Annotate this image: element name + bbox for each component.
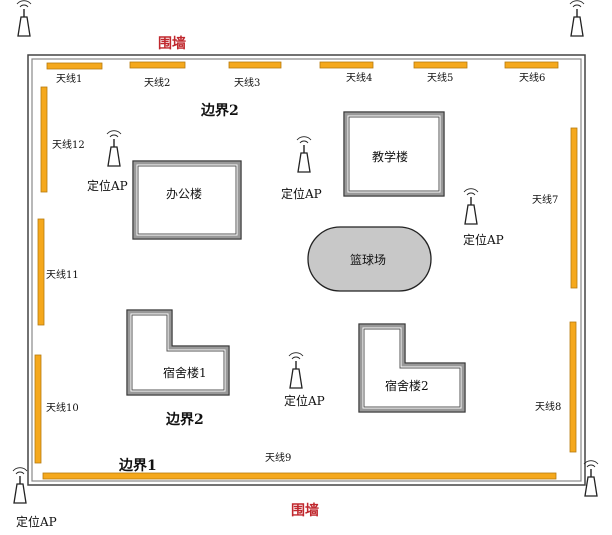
antenna-9 bbox=[42, 472, 557, 480]
teaching-label: 教学楼 bbox=[372, 149, 408, 164]
court-label: 篮球场 bbox=[350, 252, 386, 267]
antenna-label-10: 天线10 bbox=[46, 401, 79, 414]
antenna-3 bbox=[228, 61, 282, 69]
ap-label-1: 定位AP bbox=[87, 178, 128, 193]
dorm2-label: 宿舍楼2 bbox=[385, 378, 429, 393]
antenna-label-3: 天线3 bbox=[234, 76, 260, 89]
ap-label-5: 定位AP bbox=[16, 514, 57, 529]
antenna-label-8: 天线8 bbox=[535, 400, 561, 413]
antenna-1 bbox=[46, 62, 103, 70]
antenna-label-4: 天线4 bbox=[346, 71, 372, 84]
antenna-label-12: 天线12 bbox=[52, 138, 85, 151]
ap-label-4: 定位AP bbox=[284, 393, 325, 408]
office-building bbox=[132, 160, 242, 240]
teaching-building bbox=[343, 111, 445, 197]
boundary2-label-bottom: 边界2 bbox=[165, 412, 204, 428]
boundary1-label: 边界1 bbox=[118, 458, 157, 474]
antenna-label-7: 天线7 bbox=[532, 193, 558, 206]
antenna-label-5: 天线5 bbox=[427, 71, 453, 84]
boundary2-label-top: 边界2 bbox=[200, 103, 239, 119]
ap-icon bbox=[12, 0, 599, 504]
wall-label-bottom: 围墙 bbox=[291, 502, 319, 519]
basketball-court bbox=[307, 226, 432, 292]
enclosure-wall-inner bbox=[31, 58, 582, 482]
antenna-2 bbox=[129, 61, 186, 69]
wall-label-top: 围墙 bbox=[158, 35, 186, 52]
antenna-label-9: 天线9 bbox=[265, 451, 291, 464]
antenna-11 bbox=[37, 218, 45, 326]
antenna-label-11: 天线11 bbox=[46, 268, 79, 281]
antenna-8 bbox=[569, 321, 577, 453]
ap-label-2: 定位AP bbox=[281, 186, 322, 201]
antenna-7 bbox=[570, 127, 578, 289]
enclosure-wall bbox=[27, 54, 586, 486]
dorm2-building bbox=[358, 323, 466, 413]
ap-label-3: 定位AP bbox=[463, 232, 504, 247]
antenna-10 bbox=[34, 354, 42, 464]
antenna-bars bbox=[34, 61, 578, 480]
antenna-label-1: 天线1 bbox=[56, 72, 82, 85]
dorm1-building bbox=[126, 309, 230, 396]
antenna-label-6: 天线6 bbox=[519, 71, 545, 84]
antenna-4 bbox=[319, 61, 374, 69]
antenna-label-2: 天线2 bbox=[144, 76, 170, 89]
antenna-5 bbox=[413, 61, 468, 69]
dorm1-label: 宿舍楼1 bbox=[163, 365, 207, 380]
antenna-6 bbox=[504, 61, 559, 69]
office-label: 办公楼 bbox=[166, 186, 202, 201]
antenna-12 bbox=[40, 86, 48, 193]
